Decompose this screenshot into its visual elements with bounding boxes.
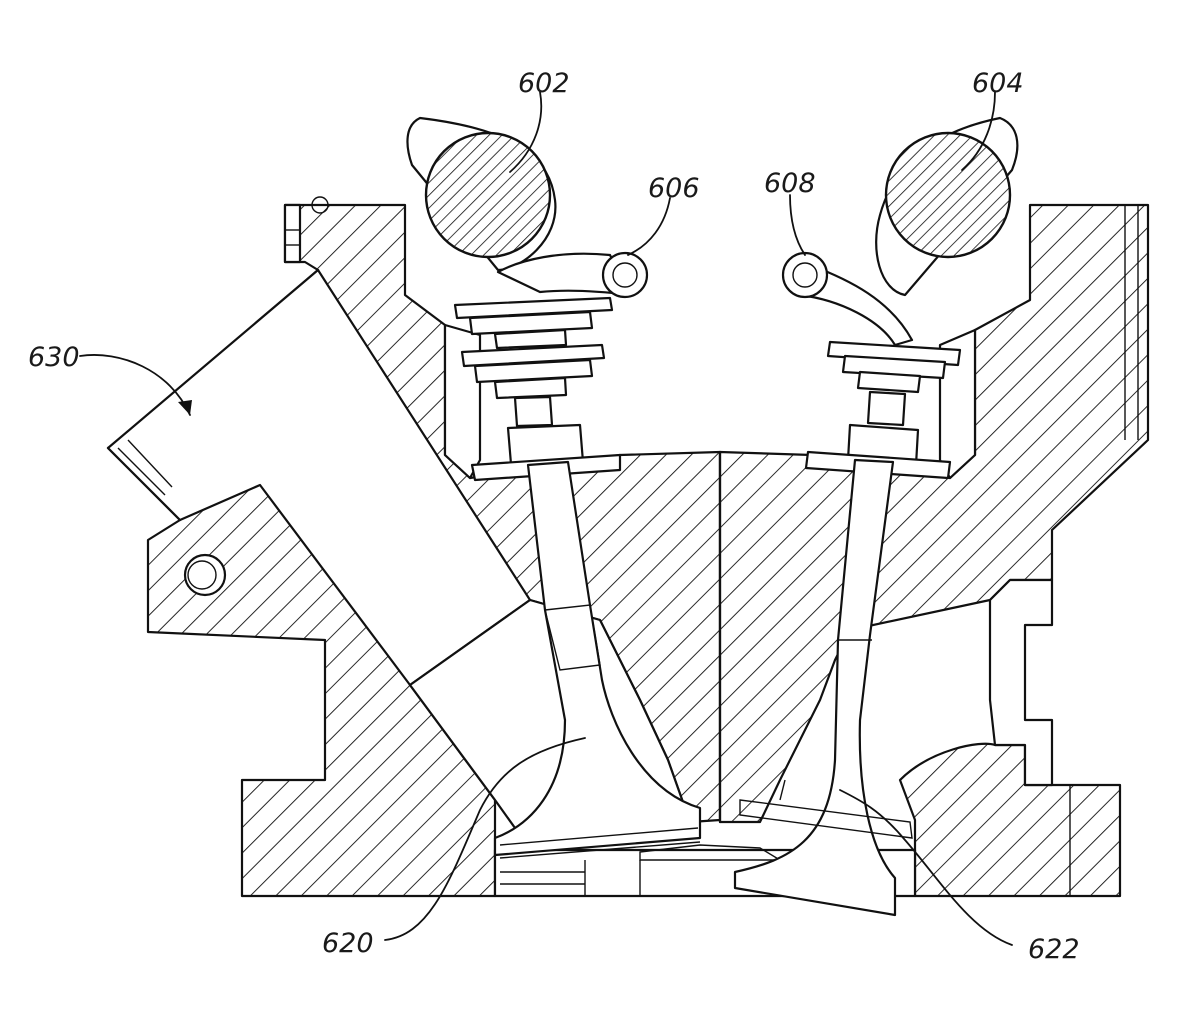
head-stud-left xyxy=(283,203,302,264)
valve-spring-left xyxy=(453,296,622,482)
rocker-arm-right xyxy=(798,263,914,347)
label-620: 620 xyxy=(322,928,374,959)
label-606: 606 xyxy=(648,173,700,204)
head-casting-right-lower xyxy=(898,742,1122,898)
rocker-pivot-left xyxy=(601,251,649,299)
label-630: 630 xyxy=(28,342,80,373)
valve-spring-right xyxy=(804,340,962,480)
camshaft-left xyxy=(424,131,552,259)
label-622: 622 xyxy=(1028,934,1080,965)
head-casting-right xyxy=(718,203,1150,824)
flange-bolt-hole xyxy=(183,553,227,597)
label-608: 608 xyxy=(764,168,816,199)
exhaust-valve xyxy=(733,458,897,917)
label-602: 602 xyxy=(518,68,570,99)
head-right-face xyxy=(988,578,1054,787)
camshaft-right xyxy=(884,131,1012,259)
rocker-pivot-right xyxy=(781,251,829,299)
label-604: 604 xyxy=(972,68,1024,99)
valve-tray xyxy=(443,323,482,480)
intake-valve xyxy=(493,460,702,857)
